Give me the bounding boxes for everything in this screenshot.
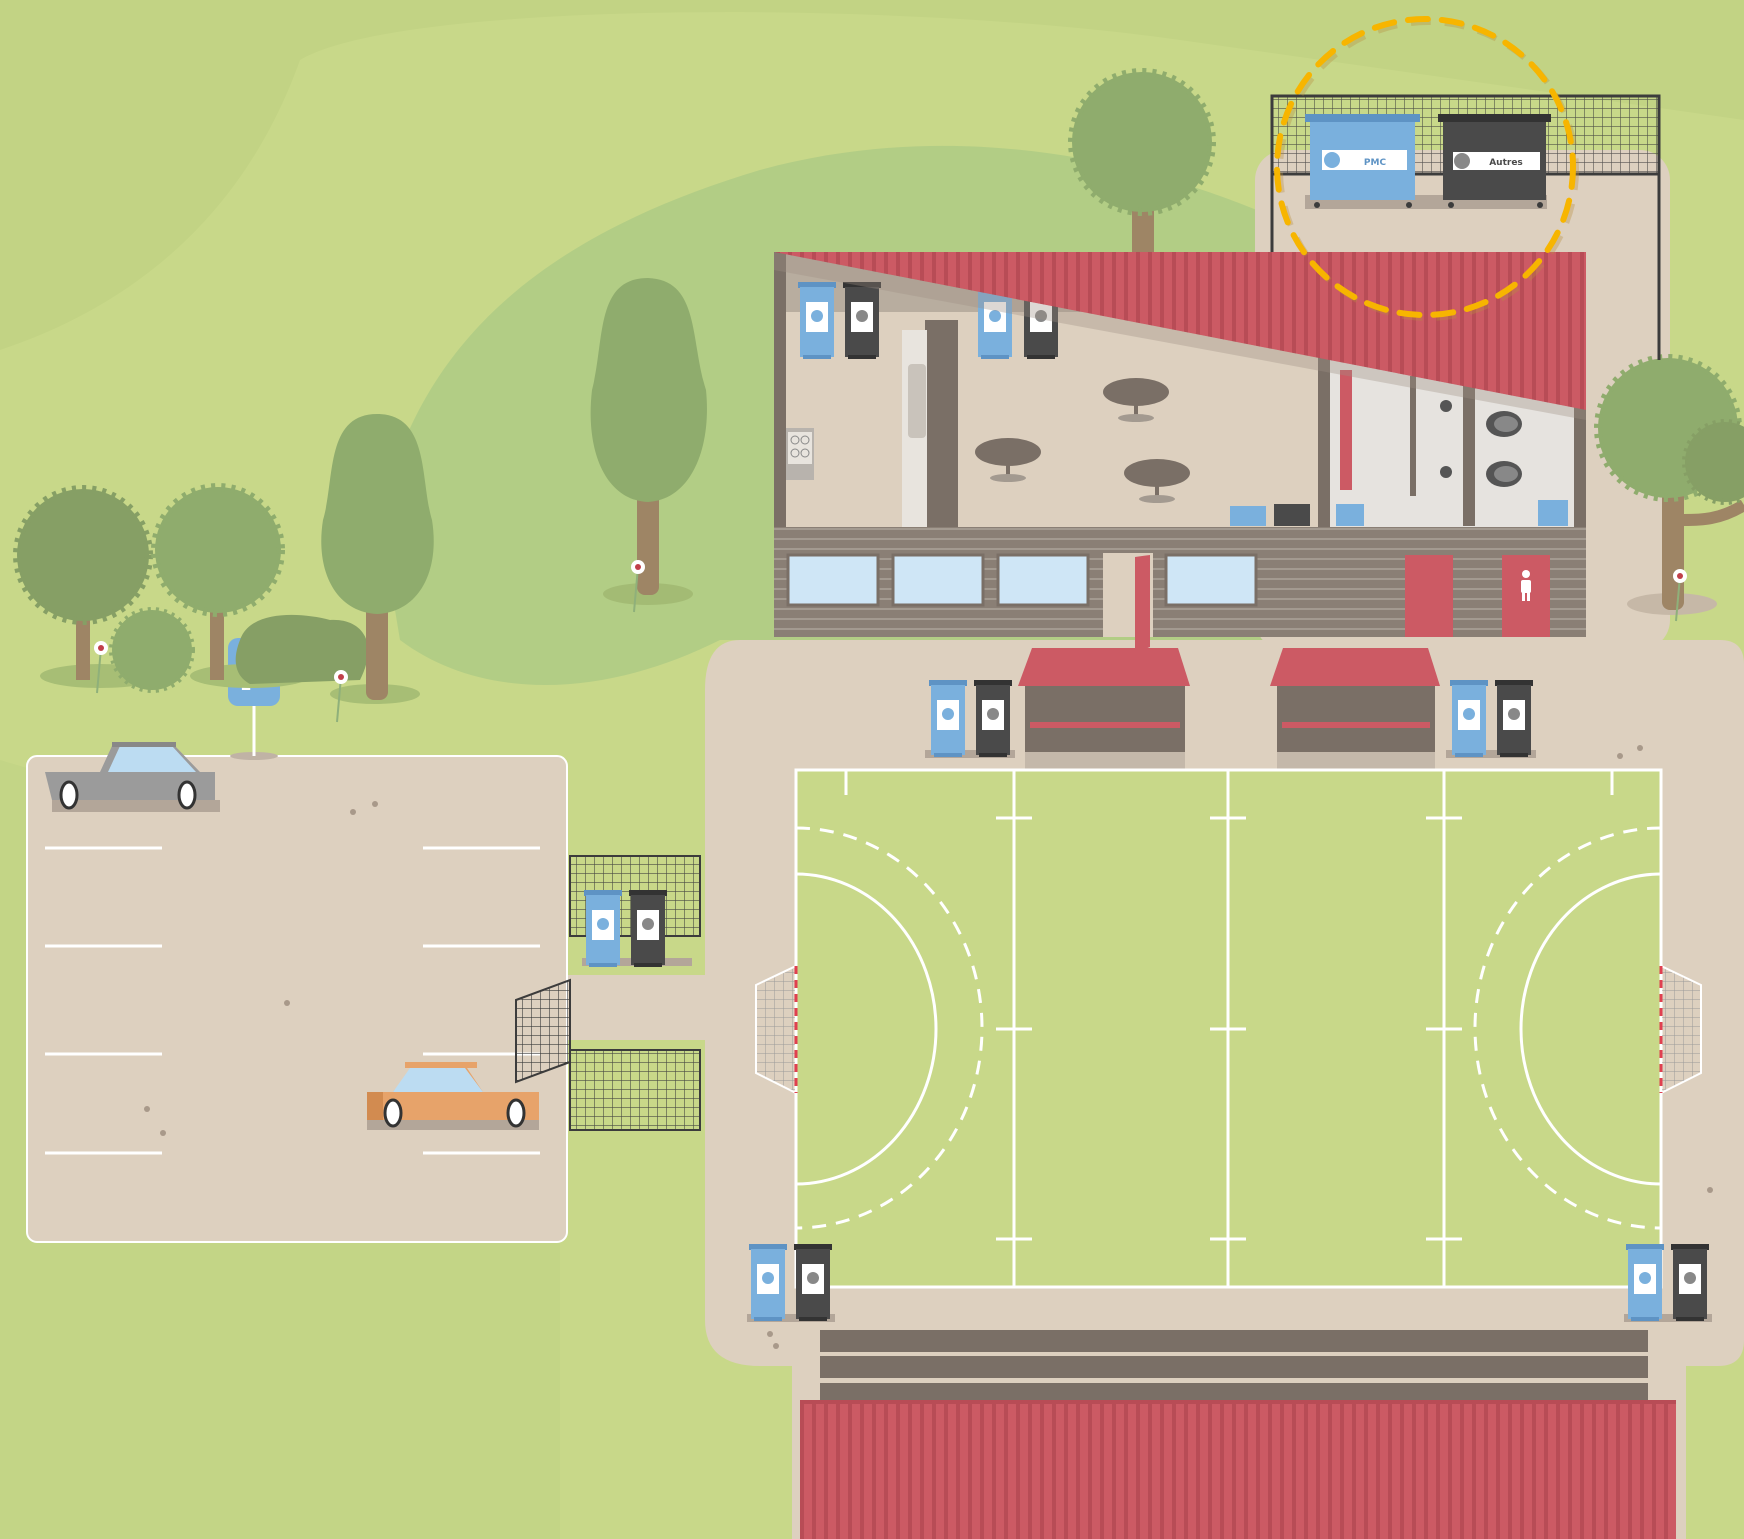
bin-black-dugout-left[interactable]: [974, 680, 1012, 757]
goal-right: [1661, 966, 1701, 1093]
parking-lot[interactable]: [27, 756, 567, 1242]
parking-bin-black[interactable]: [629, 890, 667, 967]
dugout-right: [1270, 648, 1440, 788]
pmc-container[interactable]: PMC: [1305, 114, 1420, 208]
goal-left: [756, 966, 796, 1093]
pmc-container-label: PMC: [1364, 158, 1387, 168]
dugout-left: [1018, 648, 1190, 788]
clubhouse[interactable]: [774, 252, 1586, 653]
bin-blue-dugout-left[interactable]: [929, 680, 967, 757]
other-waste-container[interactable]: Autres: [1438, 114, 1551, 208]
bin-blue-field-left[interactable]: [749, 1244, 787, 1321]
door-storage[interactable]: [1405, 555, 1453, 637]
indoor-bin-black-1[interactable]: [843, 282, 881, 359]
parking-bin-blue[interactable]: [584, 890, 622, 967]
bin-black-field-right[interactable]: [1671, 1244, 1709, 1321]
path-to-parking: [560, 975, 710, 1040]
bin-blue-field-right[interactable]: [1626, 1244, 1664, 1321]
door-restroom[interactable]: [1502, 555, 1550, 637]
bin-black-dugout-right[interactable]: [1495, 680, 1533, 757]
waste-icon: [1454, 153, 1470, 169]
bin-blue-dugout-right[interactable]: [1450, 680, 1488, 757]
other-waste-container-label: Autres: [1489, 158, 1523, 168]
entrance-door[interactable]: [1135, 555, 1150, 653]
indoor-bin-blue-1[interactable]: [798, 282, 836, 359]
hockey-field[interactable]: [756, 770, 1701, 1287]
recycling-icon: [1324, 152, 1340, 168]
bin-black-field-left[interactable]: [794, 1244, 832, 1321]
facade-windows: [788, 555, 1256, 605]
grandstand: [800, 1330, 1676, 1539]
